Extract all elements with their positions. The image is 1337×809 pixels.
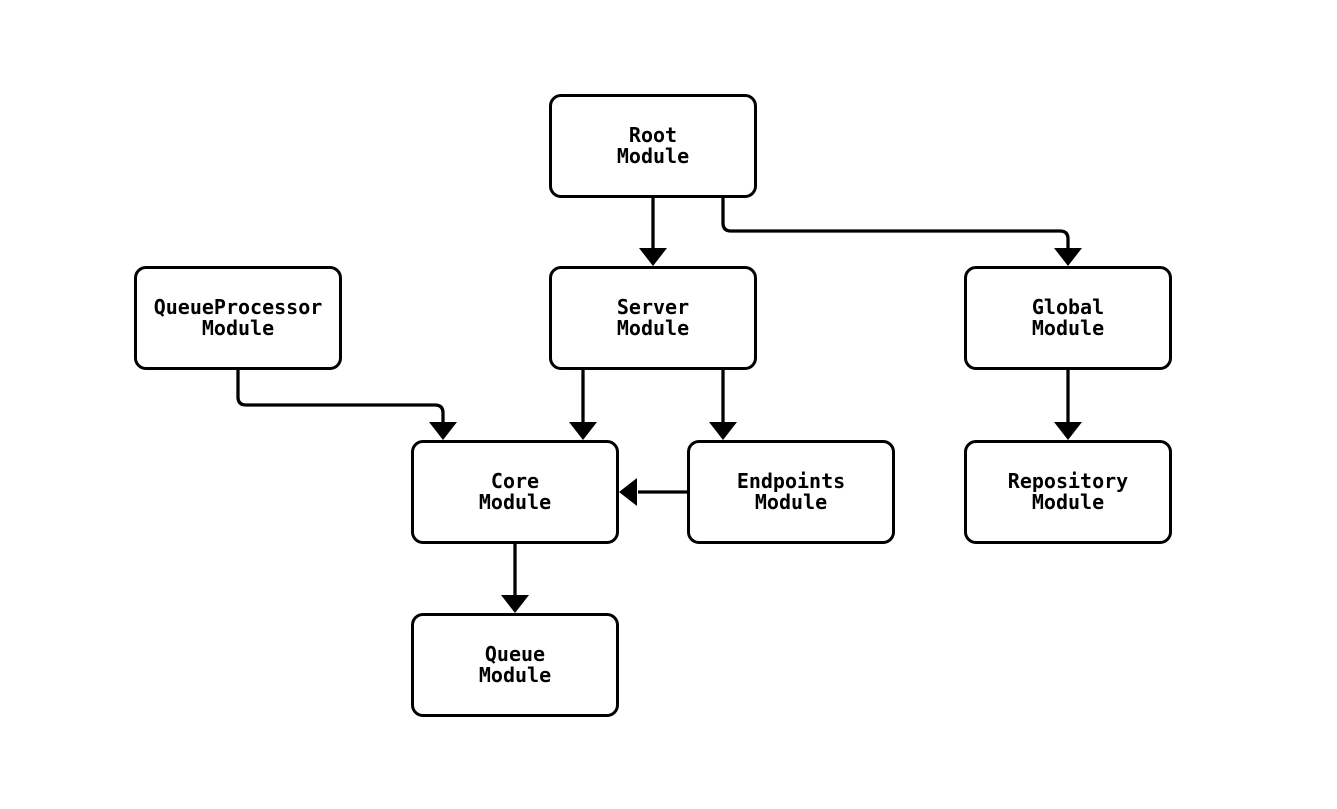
node-server-module: Server Module [549, 266, 757, 370]
edge-root-to-global-line [721, 198, 1070, 250]
edge-core-to-queue-arrowhead [501, 595, 529, 613]
edge-queueprocessor-to-core-arrowhead [429, 422, 457, 440]
node-repository-module: Repository Module [964, 440, 1172, 544]
node-label-line: Module [478, 663, 552, 687]
node-label-line: Core [490, 469, 540, 493]
node-queueprocessor-module: QueueProcessor Module [134, 266, 342, 370]
node-global-module: Global Module [964, 266, 1172, 370]
node-endpoints-module: Endpoints Module [687, 440, 895, 544]
node-label-line: Server [616, 295, 690, 319]
node-label-line: Module [616, 144, 690, 168]
edge-server-to-core [569, 370, 597, 440]
node-label-line: Module [201, 316, 275, 340]
node-label-line: Endpoints [736, 469, 846, 493]
edge-root-to-global [721, 198, 1082, 266]
edge-root-to-global-arrowhead [1054, 248, 1082, 266]
node-label-line: QueueProcessor [153, 295, 323, 319]
edge-root-to-server [639, 198, 667, 266]
edge-root-to-server-arrowhead [639, 248, 667, 266]
edge-endpoints-to-core [619, 478, 687, 506]
node-label-line: Queue [484, 642, 546, 666]
node-label-line: Module [478, 490, 552, 514]
node-queue-module: Queue Module [411, 613, 619, 717]
edge-endpoints-to-core-arrowhead [619, 478, 637, 506]
edge-queueprocessor-to-core [236, 369, 457, 440]
node-root-module: Root Module [549, 94, 757, 198]
edge-server-to-endpoints [709, 370, 737, 440]
node-label-line: Module [754, 490, 828, 514]
node-label-line: Root [628, 123, 678, 147]
edge-queueprocessor-to-core-line [236, 369, 445, 424]
edge-server-to-core-arrowhead [569, 422, 597, 440]
node-core-module: Core Module [411, 440, 619, 544]
node-label-line: Module [1031, 316, 1105, 340]
node-label-line: Module [1031, 490, 1105, 514]
edge-global-to-repository-arrowhead [1054, 422, 1082, 440]
node-label-line: Global [1031, 295, 1105, 319]
edge-server-to-endpoints-arrowhead [709, 422, 737, 440]
edge-core-to-queue [501, 544, 529, 613]
node-label-line: Repository [1007, 469, 1129, 493]
node-label-line: Module [616, 316, 690, 340]
edge-global-to-repository [1054, 370, 1082, 440]
